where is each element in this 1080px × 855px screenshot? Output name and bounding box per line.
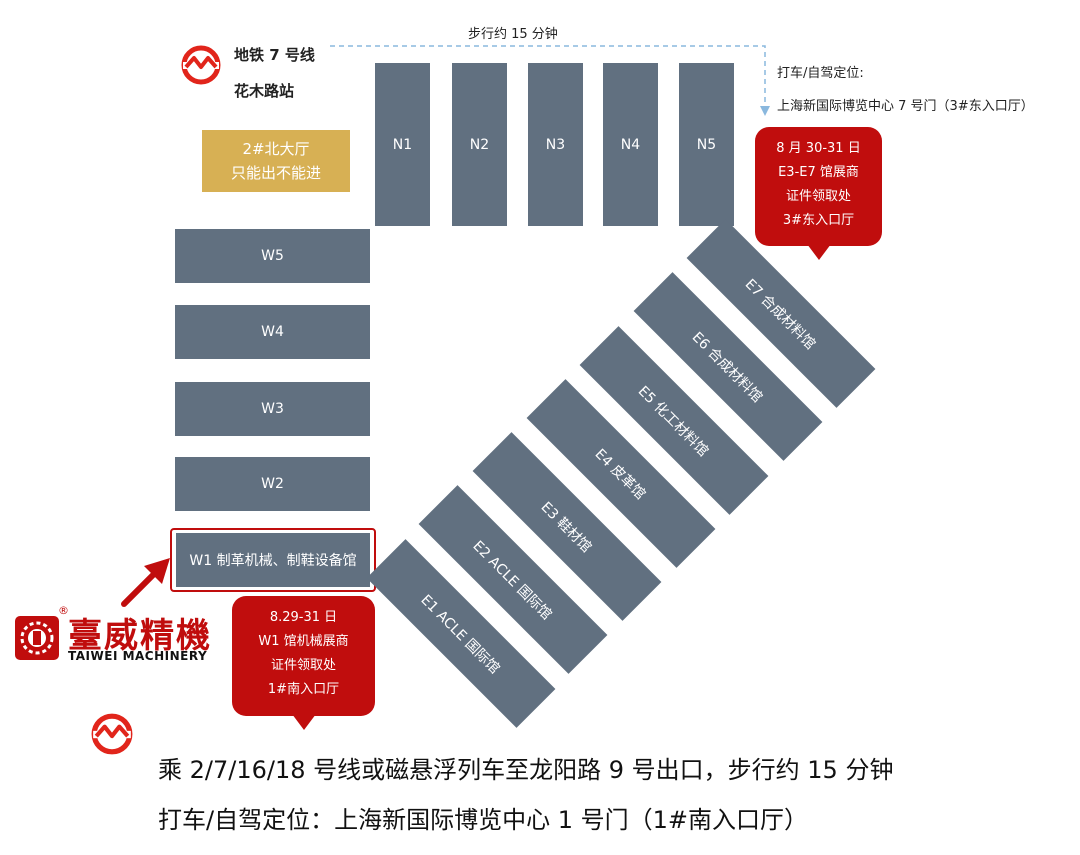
hall-w4[interactable]: W4 xyxy=(175,305,370,359)
hall-w5[interactable]: W5 xyxy=(175,229,370,283)
east-callout-entrance: 3#东入口厅 xyxy=(782,213,855,228)
taxi-label-top: 打车/自驾定位: xyxy=(777,66,864,81)
brand-name-cn: 臺威精機 xyxy=(68,616,212,656)
metro-station-label: 花木路站 xyxy=(234,82,295,100)
hall-w1[interactable]: W1 制革机械、制鞋设备馆 xyxy=(176,533,370,587)
brand-registered-mark: ® xyxy=(58,604,69,617)
hall-n1[interactable]: N1 xyxy=(375,63,430,226)
gate-7-label: 上海新国际博览中心 7 号门（3#东入口厅） xyxy=(777,99,1034,114)
north-entrance-note: 只能出不能进 xyxy=(230,164,321,182)
west-callout-date: 8.29-31 日 xyxy=(269,610,338,625)
hall-n3[interactable]: N3 xyxy=(528,63,583,226)
brand-name-en: TAIWEI MACHINERY xyxy=(68,649,208,663)
hall-w3[interactable]: W3 xyxy=(175,382,370,436)
directions-metro: 乘 2/7/16/18 号线或磁悬浮列车至龙阳路 9 号出口，步行约 15 分钟 xyxy=(158,756,894,784)
east-callout-date: 8 月 30-31 日 xyxy=(776,141,861,156)
west-badge-pickup-callout: 8.29-31 日 W1 馆机械展商 证件领取处 1#南入口厅 xyxy=(232,596,375,730)
west-callout-entrance: 1#南入口厅 xyxy=(267,682,340,697)
hall-n2[interactable]: N2 xyxy=(452,63,507,226)
metro-logo-bottom-icon xyxy=(91,713,133,755)
hall-n4[interactable]: N4 xyxy=(603,63,658,226)
west-callout-pickup: 证件领取处 xyxy=(270,658,336,673)
east-callout-halls: E3-E7 馆展商 xyxy=(778,165,859,180)
taiwei-gear-logo-icon xyxy=(15,616,59,660)
west-callout-halls: W1 馆机械展商 xyxy=(258,634,349,649)
east-callout-pickup: 证件领取处 xyxy=(785,189,851,204)
metro-line-label: 地铁 7 号线 xyxy=(234,46,315,64)
metro-logo-icon xyxy=(181,45,221,85)
hall-w2[interactable]: W2 xyxy=(175,457,370,511)
directions-taxi: 打车/自驾定位：上海新国际博览中心 1 号门（1#南入口厅） xyxy=(158,806,808,834)
arrow-to-w1-icon xyxy=(121,558,170,607)
north-entrance-hall: 2#北大厅 只能出不能进 xyxy=(202,130,350,192)
north-entrance-name: 2#北大厅 xyxy=(242,140,310,158)
hall-n5[interactable]: N5 xyxy=(679,63,734,226)
walk-note: 步行约 15 分钟 xyxy=(468,27,558,42)
east-badge-pickup-callout: 8 月 30-31 日 E3-E7 馆展商 证件领取处 3#东入口厅 xyxy=(755,127,882,260)
hall-w1-highlight-frame xyxy=(170,528,376,592)
